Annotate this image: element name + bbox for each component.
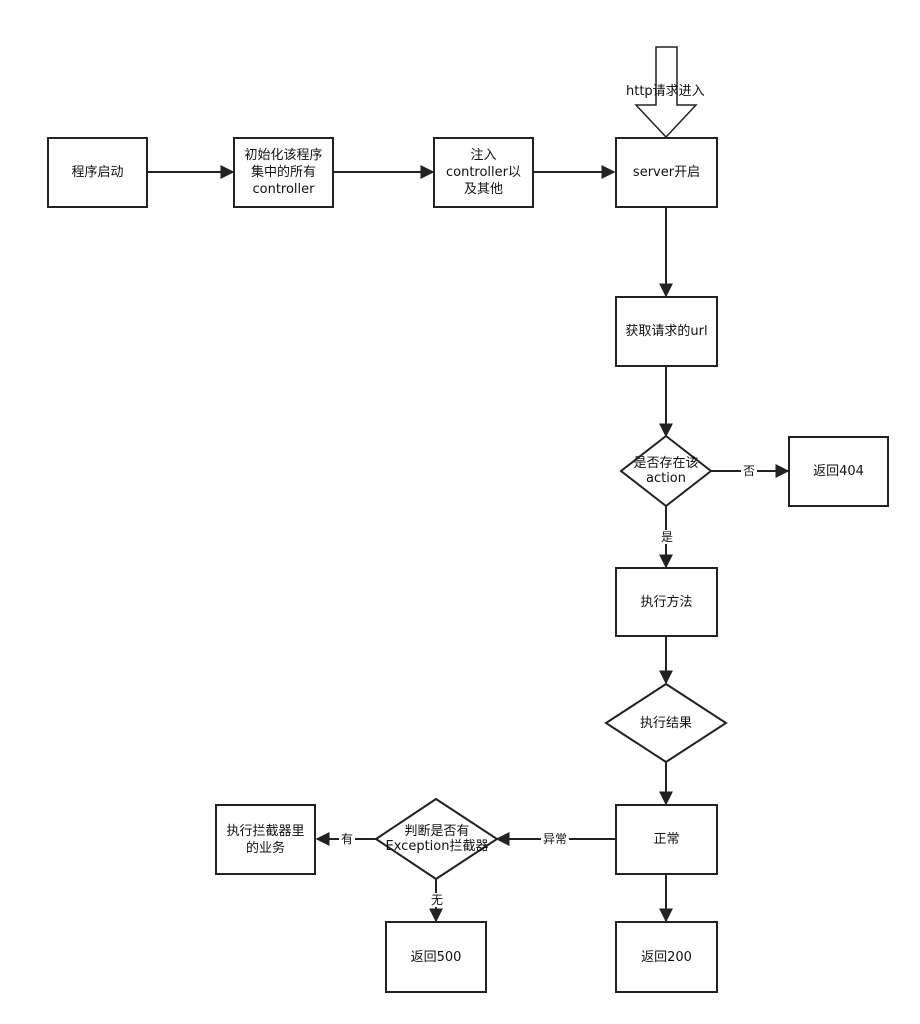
node-inject: 注入controller以及其他 (433, 137, 534, 208)
node-init-controllers: 初始化该程序集中的所有controller (233, 137, 334, 208)
diamond-execution-result (604, 682, 728, 764)
node-execute-method: 执行方法 (615, 567, 718, 637)
edge-label-no: 否 (741, 464, 758, 478)
node-normal: 正常 (615, 804, 718, 875)
node-start: 程序启动 (47, 137, 148, 208)
edge-label-exception: 异常 (541, 832, 570, 846)
node-action-exists: 是否存在该action (633, 456, 699, 486)
node-return-200: 返回200 (615, 921, 718, 993)
node-get-url: 获取请求的url (615, 296, 718, 367)
node-server-start: server开启 (615, 137, 718, 208)
edge-label-has: 有 (339, 832, 356, 846)
node-exception-check: 判断是否有Exception拦截器 (385, 824, 489, 854)
node-return-500: 返回500 (385, 921, 487, 993)
http-request-label: http请求进入 (626, 84, 705, 99)
diamond-exception-check (374, 797, 499, 881)
node-interceptor-business: 执行拦截器里的业务 (215, 804, 316, 875)
edge-label-none: 无 (429, 893, 446, 907)
http-request-hollow-arrow (634, 46, 698, 139)
diamond-action-exists (619, 434, 713, 508)
node-return-404: 返回404 (788, 436, 889, 507)
node-execution-result: 执行结果 (639, 715, 692, 731)
edge-label-yes: 是 (659, 530, 676, 544)
